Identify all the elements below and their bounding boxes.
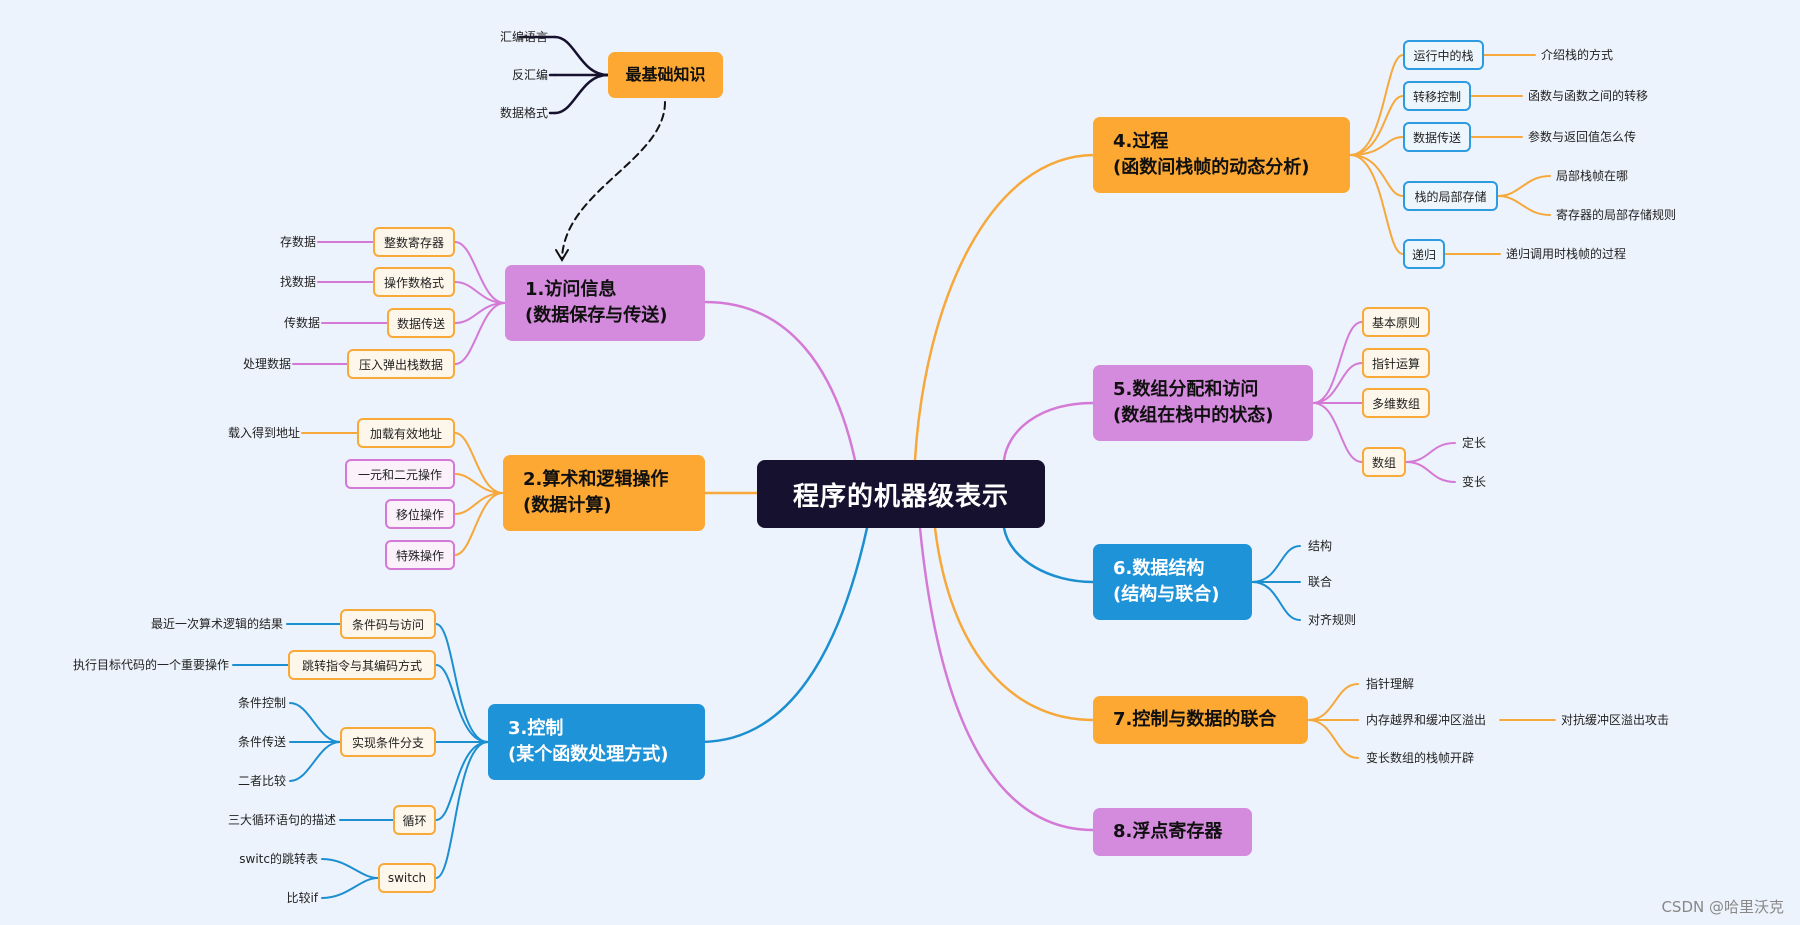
topic6-leaf-struct: 结构 [1308, 539, 1333, 553]
topic6-node[interactable]: 6.数据结构 (结构与联合) [1093, 544, 1252, 620]
topic6-leaf-alignment: 对齐规则 [1308, 613, 1357, 627]
basics-node[interactable]: 最基础知识 [608, 52, 723, 98]
root-node[interactable]: 程序的机器级表示 [757, 460, 1045, 528]
basics-dashed-link [561, 101, 666, 259]
topic4-leaf-stack-intro: 介绍栈的方式 [1541, 48, 1614, 62]
topic7-node[interactable]: 7.控制与数据的联合 [1093, 696, 1308, 744]
basics-dashed-arrowhead [555, 249, 569, 262]
topic4-leaf-func-transfer: 函数与函数之间的转移 [1528, 89, 1649, 103]
topic2-title: 2.算术和逻辑操作 [523, 469, 669, 490]
topic5-sub-pointer-arith[interactable]: 指针运算 [1362, 348, 1430, 378]
topic2-sub-shift[interactable]: 移位操作 [385, 499, 455, 529]
topic1-node[interactable]: 1.访问信息 (数据保存与传送) [505, 265, 705, 341]
topic8-node[interactable]: 8.浮点寄存器 [1093, 808, 1252, 856]
topic3-leaf-compare-if: 比较if [286, 891, 318, 905]
topic4-subtitle: (函数间栈帧的动态分析) [1113, 157, 1310, 178]
topic4-sub-data-transfer[interactable]: 数据传送 [1403, 122, 1471, 152]
topic1-leaf-transfer: 传数据 [283, 316, 320, 330]
topic4-leaf-param-return: 参数与返回值怎么传 [1528, 130, 1637, 144]
topic1-links [292, 241, 506, 365]
topic3-sub-branch[interactable]: 实现条件分支 [340, 727, 436, 757]
topic1-title: 1.访问信息 [525, 279, 617, 300]
topic2-sub-unary-binary[interactable]: 一元和二元操作 [345, 459, 455, 489]
topic3-leaf-exec-target: 执行目标代码的一个重要操作 [72, 658, 229, 672]
topic6-links [1251, 545, 1301, 621]
topic3-leaf-cond-control: 条件控制 [237, 696, 286, 710]
topic5-subtitle: (数组在栈中的状态) [1113, 405, 1274, 426]
topic2-sub-special[interactable]: 特殊操作 [385, 540, 455, 570]
topic5-sub-array[interactable]: 数组 [1362, 447, 1406, 477]
topic5-sub-multidim[interactable]: 多维数组 [1362, 388, 1430, 418]
topic3-leaf-last-result: 最近一次算术逻辑的结果 [150, 617, 283, 631]
topic2-node[interactable]: 2.算术和逻辑操作 (数据计算) [503, 455, 705, 531]
topic7-title: 7.控制与数据的联合 [1113, 709, 1277, 730]
topic4-links [1349, 54, 1551, 255]
topic2-sub-lea[interactable]: 加载有效地址 [357, 418, 455, 448]
topic1-sub-int-registers[interactable]: 整数寄存器 [373, 227, 455, 257]
topic4-leaf-recursion-frames: 递归调用时栈帧的过程 [1506, 247, 1627, 261]
topic4-title: 4.过程 [1113, 131, 1169, 152]
topic3-sub-switch[interactable]: switch [378, 863, 436, 893]
topic3-leaf-compare-both: 二者比较 [237, 774, 286, 788]
topic4-node[interactable]: 4.过程 (函数间栈帧的动态分析) [1093, 117, 1350, 193]
topic3-sub-loop[interactable]: 循环 [393, 805, 436, 835]
basics-leaf-assembly: 汇编语言 [499, 30, 548, 44]
topic2-links [301, 432, 504, 556]
topic1-leaf-process: 处理数据 [242, 357, 291, 371]
topic7-leaf-anti-overflow: 对抗缓冲区溢出攻击 [1561, 713, 1670, 727]
topic2-leaf-load-address: 载入得到地址 [227, 426, 300, 440]
topic4-sub-recursion[interactable]: 递归 [1403, 239, 1445, 269]
topic1-leaf-store: 存数据 [279, 235, 316, 249]
topic5-leaf-fixed-length: 定长 [1462, 436, 1487, 450]
basics-leaf-data-format: 数据格式 [499, 106, 548, 120]
topic3-leaf-jump-table: switc的跳转表 [239, 852, 318, 866]
topic6-subtitle: (结构与联合) [1113, 584, 1220, 605]
topic4-sub-running-stack[interactable]: 运行中的栈 [1403, 40, 1484, 70]
topic3-links [232, 623, 489, 899]
topic1-leaf-find: 找数据 [279, 275, 316, 289]
topic7-leaf-overflow: 内存越界和缓冲区溢出 [1366, 713, 1487, 727]
topic4-sub-transfer-control[interactable]: 转移控制 [1403, 81, 1471, 111]
topic1-sub-push-pop[interactable]: 压入弹出栈数据 [347, 349, 455, 379]
root-branches [698, 153, 1097, 832]
topic5-links [1312, 321, 1456, 483]
topic4-leaf-register-rules: 寄存器的局部存储规则 [1556, 208, 1677, 222]
topic4-sub-local-storage[interactable]: 栈的局部存储 [1403, 181, 1498, 211]
topic3-leaf-cond-move: 条件传送 [237, 735, 286, 749]
topic6-title: 6.数据结构 [1113, 558, 1205, 579]
topic2-subtitle: (数据计算) [523, 495, 612, 516]
topic5-node[interactable]: 5.数组分配和访问 (数组在栈中的状态) [1093, 365, 1313, 441]
topic3-sub-condition-codes[interactable]: 条件码与访问 [340, 609, 436, 639]
topic6-leaf-union: 联合 [1308, 575, 1333, 589]
topic3-title: 3.控制 [508, 718, 564, 739]
topic1-sub-data-transfer[interactable]: 数据传送 [387, 308, 455, 338]
topic3-node[interactable]: 3.控制 (某个函数处理方式) [488, 704, 705, 780]
topic4-leaf-frame-where: 局部栈帧在哪 [1556, 169, 1629, 183]
basics-leaf-disassembly: 反汇编 [511, 68, 548, 82]
topic8-title: 8.浮点寄存器 [1113, 821, 1223, 842]
watermark: CSDN @哈里沃克 [1661, 898, 1784, 916]
topic5-leaf-variable-length: 变长 [1462, 475, 1487, 489]
topic7-links [1307, 683, 1556, 759]
topic3-subtitle: (某个函数处理方式) [508, 744, 669, 765]
basics-links [518, 35, 610, 115]
topic3-sub-jump[interactable]: 跳转指令与其编码方式 [288, 650, 436, 680]
topic1-sub-operand-format[interactable]: 操作数格式 [373, 267, 455, 297]
topic1-subtitle: (数据保存与传送) [525, 305, 668, 326]
topic5-sub-principles[interactable]: 基本原则 [1362, 307, 1430, 337]
topic5-title: 5.数组分配和访问 [1113, 379, 1259, 400]
topic7-leaf-pointer: 指针理解 [1366, 677, 1415, 691]
topic3-leaf-loop-desc: 三大循环语句的描述 [227, 813, 336, 827]
topic7-leaf-vla-frame: 变长数组的栈帧开辟 [1366, 751, 1475, 765]
